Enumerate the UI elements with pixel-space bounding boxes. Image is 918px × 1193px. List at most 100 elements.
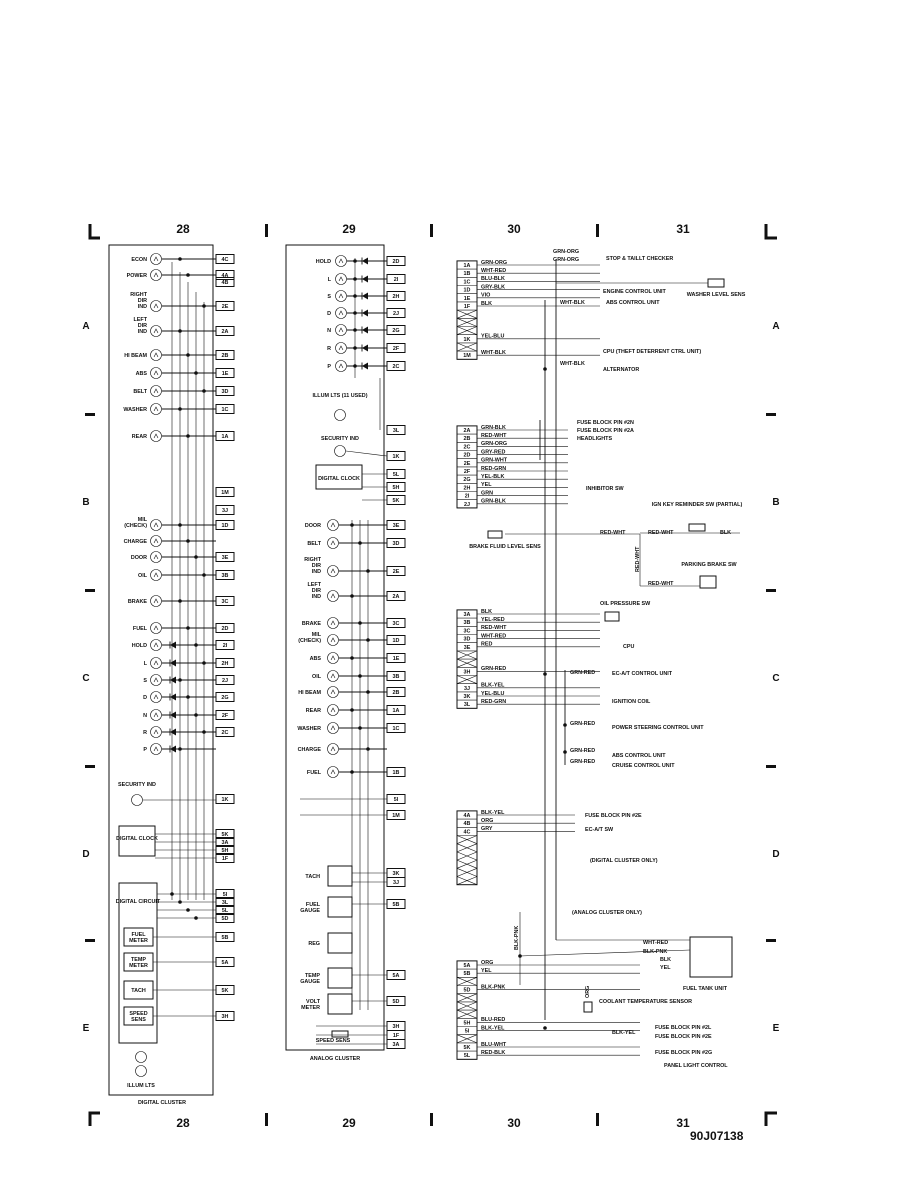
pin-box xyxy=(386,566,406,576)
module-label: FUEL xyxy=(131,932,146,938)
pin-box xyxy=(215,368,235,378)
bulb-filament xyxy=(153,712,159,718)
connector-pin-label: 1B xyxy=(464,271,471,277)
wire-color-label: GRN-RED xyxy=(481,666,506,672)
bulb-filament xyxy=(153,388,159,394)
indicator-label: IND xyxy=(138,304,147,310)
gauge-box xyxy=(327,932,353,954)
wire-label: RED-WHT xyxy=(635,546,641,572)
dest-cruise-cu: CRUISE CONTROL UNIT xyxy=(612,763,675,769)
connector-group3: 3ABLK3BYEL-RED3CRED-WHT3DWHT-RED3ERED3HG… xyxy=(456,609,600,709)
pin-label: 2J xyxy=(222,678,228,684)
diode-icon xyxy=(170,711,176,719)
wire-color-label: YEL-BLK xyxy=(481,474,504,480)
wire-color-label: GRN-ORG xyxy=(481,441,507,447)
analog-label: D xyxy=(327,311,331,317)
row-letter: E xyxy=(83,1023,90,1034)
connector-pin: 1E xyxy=(386,653,406,663)
analog-label: CHARGE xyxy=(298,747,322,753)
diode-icon xyxy=(362,362,368,370)
pin-box xyxy=(386,361,406,371)
pin-box xyxy=(386,325,406,335)
pin-box xyxy=(386,705,406,715)
pin-label: 5A xyxy=(393,973,400,979)
bulb-circle xyxy=(150,269,162,281)
analog-label: REAR xyxy=(306,708,321,714)
security-ind-label: SECURITY IND xyxy=(118,782,156,788)
connector-pin: 1E xyxy=(215,368,235,378)
wire-label: GRN-RED xyxy=(570,721,595,727)
pin-label: 3B xyxy=(222,573,229,579)
corner-mark-top-right xyxy=(764,224,777,240)
analog-lower-row: MIL(CHECK)1D xyxy=(298,632,406,646)
pin-label: 3E xyxy=(222,555,229,561)
connector-pin: 2F xyxy=(215,710,235,720)
pin-box xyxy=(215,552,235,562)
bulb-icon xyxy=(150,385,162,397)
figure-id: 90J07138 xyxy=(690,1129,744,1143)
corner-mark-bottom-left xyxy=(88,1111,100,1126)
wire-label: WHT-BLK xyxy=(560,361,585,367)
pin-label: 5D xyxy=(393,999,400,1005)
unused-cavity-icon xyxy=(456,318,478,327)
pin-label: 1F xyxy=(393,1033,400,1039)
connector-block xyxy=(456,810,478,886)
bulb-filament xyxy=(153,572,159,578)
oil-pressure-switch-icon xyxy=(604,611,620,622)
wire-label: GRN-RED xyxy=(570,748,595,754)
pin-label: 5I xyxy=(223,892,228,898)
dest-inhibitor: INHIBITOR SW xyxy=(586,486,625,492)
dest-ign-key: IGN KEY REMINDER SW (PARTIAL) xyxy=(652,502,743,508)
dest-engine-cu: ENGINE CONTROL UNIT xyxy=(603,289,666,295)
bulb-filament xyxy=(153,406,159,412)
pin-label: 2G xyxy=(392,328,399,334)
row-letter: E xyxy=(773,1023,780,1034)
bulb-filament xyxy=(153,256,159,262)
pin-box xyxy=(386,308,406,318)
connector-pin: 1A xyxy=(386,705,406,715)
bulb-filament xyxy=(153,729,159,735)
connector-pin: 3B xyxy=(215,570,235,580)
pin-label: 3H xyxy=(222,1014,229,1020)
bulb-filament xyxy=(330,620,336,626)
connector-pin: 3C xyxy=(215,596,235,606)
bulb-filament xyxy=(153,433,159,439)
pin-label: 5B xyxy=(222,935,229,941)
wire-label: BLK xyxy=(720,530,731,536)
bulb-icon xyxy=(150,430,162,442)
bulb-circle xyxy=(327,670,339,682)
analog-label: WASHER xyxy=(297,726,321,732)
analog-lower-row: WASHER 1C xyxy=(297,722,406,734)
pin-label: 2A xyxy=(222,329,229,335)
connector-pin-label: 5A xyxy=(464,963,471,969)
illum-label: ILLUM LTS xyxy=(127,1083,155,1089)
pin-label: 1E xyxy=(222,371,229,377)
wire-label: BLK-PNK xyxy=(514,926,520,950)
pin-label: 1M xyxy=(392,813,400,819)
connector-pin: 5H xyxy=(386,482,406,492)
gauge-label: TACH xyxy=(305,874,320,880)
connector-groups: 1AGRN-ORG1BWHT-RED1CBLU-BLK1DGRY-BLK1EVI… xyxy=(456,260,740,1060)
pin-label: 2A xyxy=(393,594,400,600)
pin-label: 5I xyxy=(394,797,399,803)
analog-label: P xyxy=(327,364,331,370)
analog-label: MIL xyxy=(312,632,322,638)
module-label: METER xyxy=(129,938,148,944)
connector-pin: 3C xyxy=(386,618,406,628)
bulb-filament xyxy=(338,345,344,351)
gauge-label: FUEL xyxy=(306,902,321,908)
pin-label: 5K xyxy=(222,988,229,994)
dest-washer-sens: WASHER LEVEL SENS xyxy=(687,292,746,298)
analog-label: IND xyxy=(312,594,321,600)
divider-mark xyxy=(265,224,268,237)
wire-label: GRN-ORG xyxy=(553,249,579,255)
connector-pin: 1C xyxy=(386,723,406,733)
